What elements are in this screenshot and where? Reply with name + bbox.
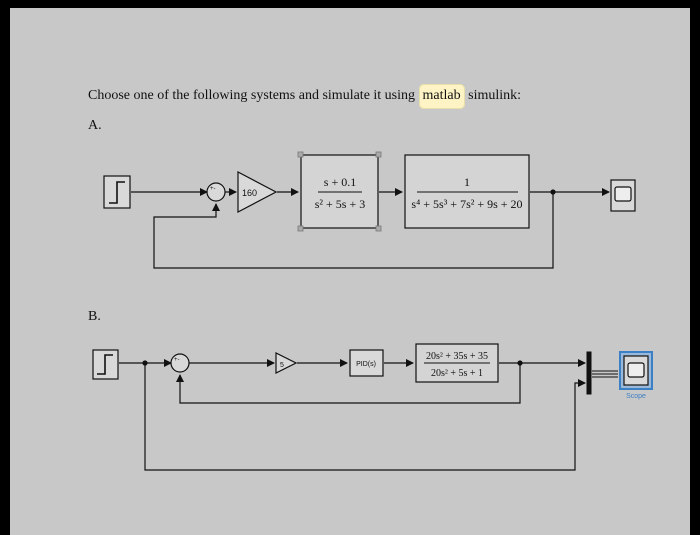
feedback-wire-a [153,192,554,269]
option-b-label: B. [88,309,101,324]
gain-block-a[interactable] [237,171,278,213]
pid-block-b[interactable] [349,349,384,377]
mux-block-b[interactable] [586,351,592,395]
tf1-numerator-a: s + 0.1 [324,175,356,189]
tf1-denominator-a: s² + 5s + 3 [315,197,365,211]
sum-signs-b: +- [174,357,180,363]
scope-label-b: Scope [626,393,646,400]
scope-block-b[interactable] [619,351,653,390]
tf-denominator-b: 20s² + 5s + 1 [431,368,483,379]
highlighted-word: matlab [418,84,465,109]
gain-block-b[interactable] [275,352,298,374]
tf-numerator-b: 20s² + 35s + 35 [426,351,488,362]
screenshot-frame [10,8,690,535]
question-part-2: simulink: [464,88,522,103]
feedback-wire-b [176,363,521,404]
transfer-fcn-1-a[interactable] [297,151,382,232]
tf2-denominator-a: s⁴ + 5s³ + 7s² + 9s + 20 [411,197,522,211]
question-part-1: Choose one of the following systems and … [88,88,419,103]
transfer-fcn-2-a[interactable] [404,154,530,229]
transfer-fcn-b[interactable] [415,343,499,383]
scope-block-a[interactable] [610,179,636,212]
diagram-b [92,343,653,471]
diagram-a [103,151,636,269]
question-text: Choose one of the following systems and … [88,84,522,109]
sum-signs-a: +- [210,186,216,192]
tf2-numerator-a: 1 [464,175,470,189]
option-a-label: A. [88,118,102,133]
pid-label-b: PID(s) [356,361,376,368]
gain-value-b: 5 [280,362,284,369]
step-block-b[interactable] [92,349,119,380]
reference-wire-b [144,363,586,471]
step-block-a[interactable] [103,175,131,209]
gain-value-a: 160 [242,188,257,198]
